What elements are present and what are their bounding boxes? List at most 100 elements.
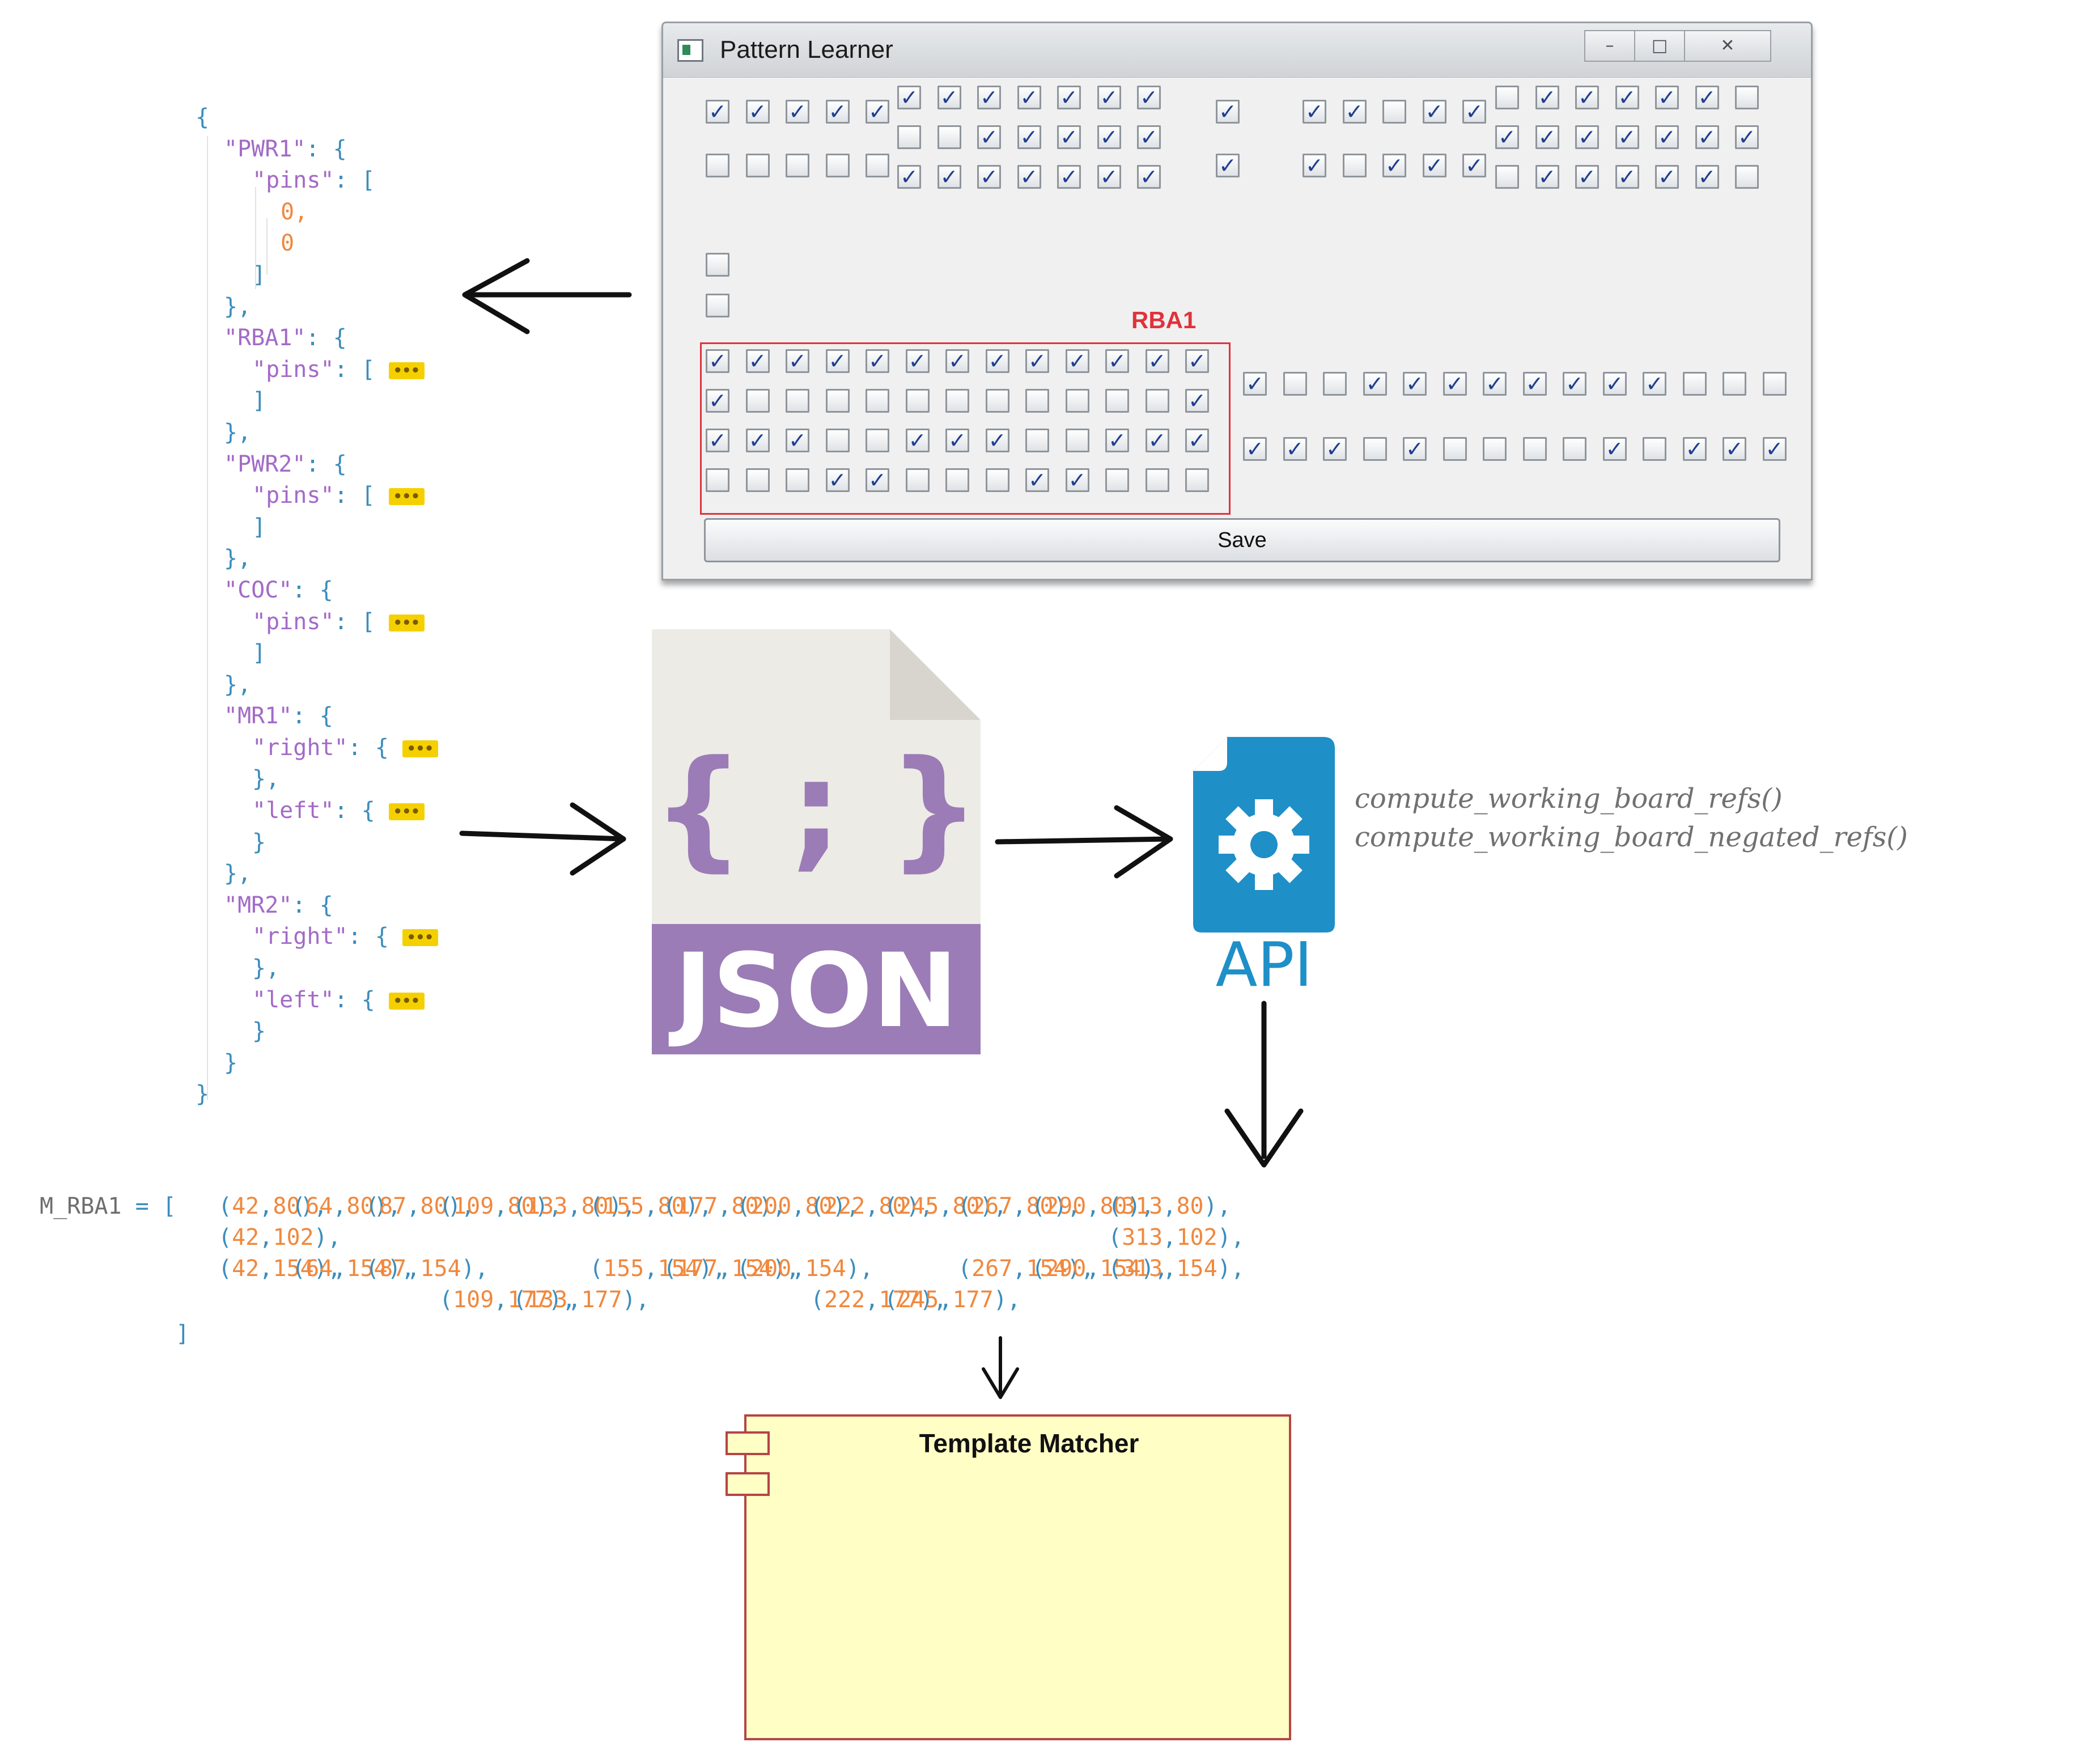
checkbox[interactable] [825, 154, 850, 177]
collapsed-ellipsis-badge[interactable]: ••• [388, 992, 425, 1010]
checkbox[interactable] [745, 389, 770, 413]
checkbox[interactable] [706, 294, 729, 317]
checkbox[interactable] [706, 468, 729, 492]
checkbox[interactable] [706, 154, 729, 177]
checkbox[interactable] [1017, 125, 1041, 149]
checkbox[interactable] [1363, 437, 1387, 461]
checkbox[interactable] [1025, 389, 1049, 413]
checkbox[interactable] [1495, 125, 1519, 149]
checkbox[interactable] [1575, 86, 1599, 109]
checkbox[interactable] [1723, 437, 1746, 461]
checkbox[interactable] [1422, 100, 1446, 124]
checkbox[interactable] [745, 429, 770, 452]
checkbox[interactable] [1655, 165, 1679, 189]
checkbox[interactable] [706, 389, 729, 413]
checkbox[interactable] [1185, 468, 1209, 492]
checkbox[interactable] [1303, 100, 1326, 124]
checkbox[interactable] [1145, 429, 1169, 452]
collapsed-ellipsis-badge[interactable]: ••• [388, 488, 425, 506]
checkbox[interactable] [1403, 437, 1427, 461]
checkbox[interactable] [1563, 372, 1586, 396]
checkbox[interactable] [786, 349, 809, 373]
checkbox[interactable] [1495, 165, 1519, 189]
checkbox[interactable] [1762, 437, 1787, 461]
checkbox[interactable] [1443, 372, 1467, 396]
checkbox[interactable] [1243, 372, 1267, 396]
checkbox[interactable] [1522, 372, 1547, 396]
checkbox[interactable] [1145, 389, 1169, 413]
checkbox[interactable] [945, 389, 969, 413]
checkbox[interactable] [1762, 372, 1787, 396]
checkbox[interactable] [1735, 165, 1759, 189]
checkbox[interactable] [1695, 165, 1719, 189]
checkbox[interactable] [1615, 165, 1639, 189]
checkbox[interactable] [1283, 437, 1307, 461]
checkbox[interactable] [1065, 429, 1089, 452]
checkbox[interactable] [866, 468, 889, 492]
checkbox[interactable] [1137, 86, 1161, 109]
checkbox[interactable] [1057, 125, 1081, 149]
checkbox[interactable] [866, 429, 889, 452]
checkbox[interactable] [1283, 372, 1307, 396]
checkbox[interactable] [937, 165, 961, 189]
checkbox[interactable] [825, 468, 850, 492]
checkbox[interactable] [1615, 125, 1639, 149]
checkbox[interactable] [1185, 389, 1209, 413]
checkbox[interactable] [1185, 349, 1209, 373]
checkbox[interactable] [1065, 389, 1089, 413]
checkbox[interactable] [1105, 349, 1129, 373]
checkbox[interactable] [706, 349, 729, 373]
checkbox[interactable] [1145, 349, 1169, 373]
checkbox[interactable] [1105, 429, 1129, 452]
checkbox[interactable] [1025, 429, 1049, 452]
checkbox[interactable] [1682, 437, 1707, 461]
checkbox[interactable] [1185, 429, 1209, 452]
checkbox[interactable] [1342, 154, 1367, 177]
checkbox[interactable] [1643, 372, 1666, 396]
checkbox[interactable] [1303, 154, 1326, 177]
collapsed-ellipsis-badge[interactable]: ••• [388, 803, 425, 821]
checkbox[interactable] [1323, 372, 1347, 396]
checkbox[interactable] [1025, 349, 1049, 373]
minimize-button[interactable]: – [1584, 30, 1635, 62]
checkbox[interactable] [945, 429, 969, 452]
checkbox[interactable] [937, 86, 961, 109]
checkbox[interactable] [985, 389, 1009, 413]
checkbox[interactable] [985, 429, 1009, 452]
collapsed-ellipsis-badge[interactable]: ••• [388, 614, 425, 631]
checkbox[interactable] [1137, 165, 1161, 189]
checkbox[interactable] [1105, 468, 1129, 492]
checkbox[interactable] [945, 349, 969, 373]
checkbox[interactable] [1643, 437, 1666, 461]
checkbox[interactable] [905, 349, 930, 373]
checkbox[interactable] [1483, 437, 1507, 461]
checkbox[interactable] [786, 429, 809, 452]
checkbox[interactable] [1025, 468, 1049, 492]
checkbox[interactable] [905, 389, 930, 413]
checkbox[interactable] [866, 349, 889, 373]
checkbox[interactable] [745, 100, 770, 124]
checkbox[interactable] [1363, 372, 1387, 396]
checkbox[interactable] [1097, 165, 1121, 189]
checkbox[interactable] [745, 154, 770, 177]
checkbox[interactable] [1735, 86, 1759, 109]
collapsed-ellipsis-badge[interactable]: ••• [402, 740, 438, 757]
checkbox[interactable] [1097, 125, 1121, 149]
checkbox[interactable] [1695, 86, 1719, 109]
checkbox[interactable] [1382, 154, 1406, 177]
checkbox[interactable] [786, 389, 809, 413]
checkbox[interactable] [1723, 372, 1746, 396]
checkbox[interactable] [1602, 437, 1627, 461]
checkbox[interactable] [1495, 86, 1519, 109]
checkbox[interactable] [1735, 125, 1759, 149]
checkbox[interactable] [1535, 125, 1559, 149]
save-button[interactable]: Save [704, 518, 1780, 562]
checkbox[interactable] [905, 429, 930, 452]
checkbox[interactable] [1403, 372, 1427, 396]
checkbox[interactable] [866, 389, 889, 413]
checkbox[interactable] [977, 86, 1001, 109]
checkbox[interactable] [825, 389, 850, 413]
checkbox[interactable] [1443, 437, 1467, 461]
checkbox[interactable] [825, 429, 850, 452]
checkbox[interactable] [1655, 125, 1679, 149]
